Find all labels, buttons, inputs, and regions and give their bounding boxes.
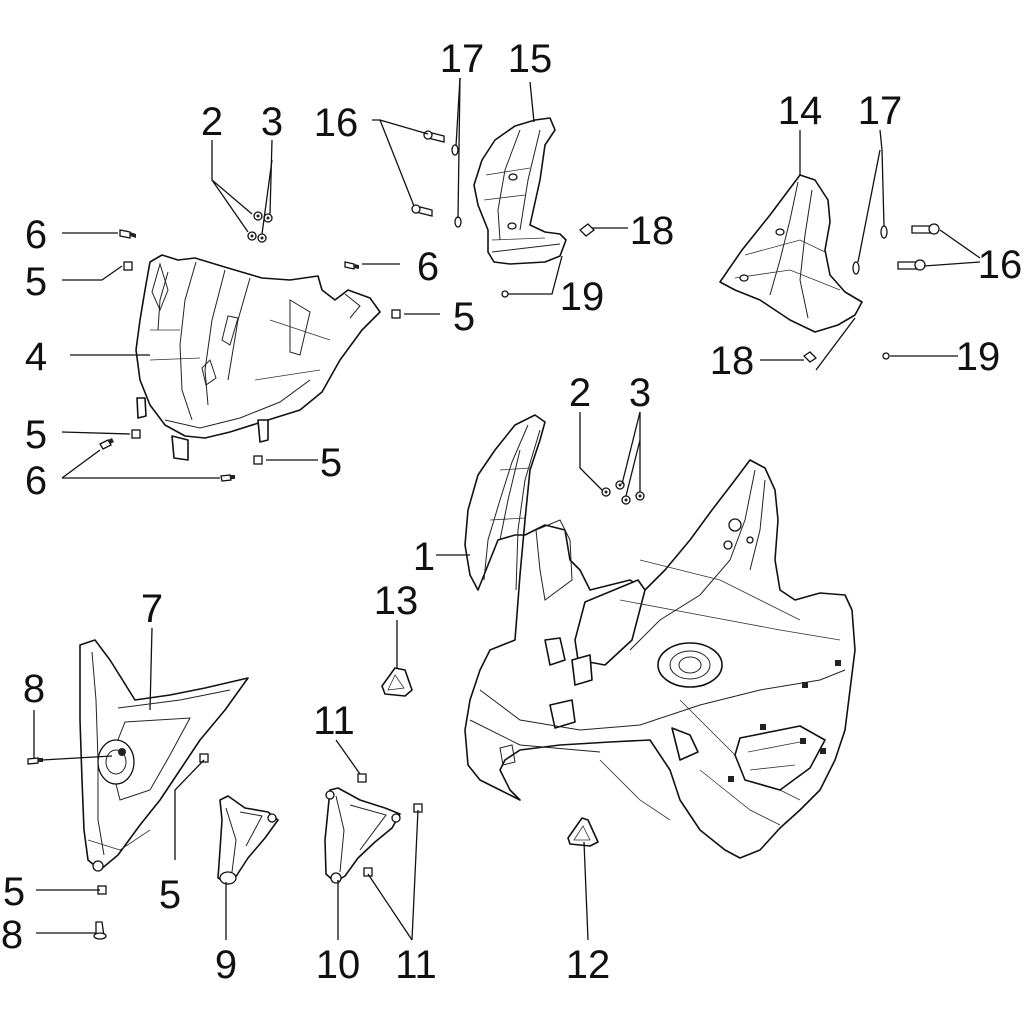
callout-3: 3 <box>261 100 283 144</box>
callout-18: 18 <box>710 339 755 383</box>
callout-8: 8 <box>23 667 45 711</box>
hardware-fasteners <box>27 130 940 940</box>
callout-1: 1 <box>413 535 435 579</box>
callout-17: 17 <box>858 89 903 133</box>
callout-5: 5 <box>25 260 47 304</box>
part-14-inner-panel <box>719 174 863 333</box>
callout-6: 6 <box>25 459 47 503</box>
part-10-small-bracket <box>324 787 401 884</box>
callout-16: 16 <box>314 101 359 145</box>
callout-2: 2 <box>569 371 591 415</box>
part-15-inner-panel <box>473 117 567 265</box>
callout-6: 6 <box>417 245 439 289</box>
part-4-front-upper-cover <box>135 254 381 461</box>
callout-5: 5 <box>3 870 25 914</box>
callout-5: 5 <box>453 295 475 339</box>
callout-2: 2 <box>201 100 223 144</box>
callout-11: 11 <box>313 699 355 743</box>
part-7-lower-front-cover <box>79 639 249 872</box>
part-9-small-bracket <box>217 795 279 885</box>
callout-5: 5 <box>320 441 342 485</box>
callout-18: 18 <box>630 209 675 253</box>
callout-7: 7 <box>141 587 163 631</box>
part-13-triangle-pad <box>381 667 413 697</box>
callout-13: 13 <box>374 579 419 623</box>
callout-11: 11 <box>395 943 437 987</box>
callout-3: 3 <box>629 371 651 415</box>
callout-6: 6 <box>25 213 47 257</box>
callout-12: 12 <box>566 943 611 987</box>
part-12-triangle-pad <box>567 817 599 847</box>
callout-10: 10 <box>316 943 361 987</box>
callout-4: 4 <box>25 335 47 379</box>
callout-5: 5 <box>25 413 47 457</box>
callout-17: 17 <box>440 37 485 81</box>
callout-16: 16 <box>978 243 1023 287</box>
part-1-main-front-body <box>464 414 856 859</box>
leader-lines <box>33 77 981 941</box>
callout-19: 19 <box>560 275 605 319</box>
callout-9: 9 <box>215 943 237 987</box>
callout-14: 14 <box>778 89 823 133</box>
callout-5: 5 <box>159 873 181 917</box>
callout-8: 8 <box>1 913 23 957</box>
callout-15: 15 <box>508 37 553 81</box>
callout-labels: 2 3 6 5 4 5 6 6 5 5 16 17 15 18 19 14 17… <box>1 37 1022 987</box>
callout-19: 19 <box>956 335 1001 379</box>
